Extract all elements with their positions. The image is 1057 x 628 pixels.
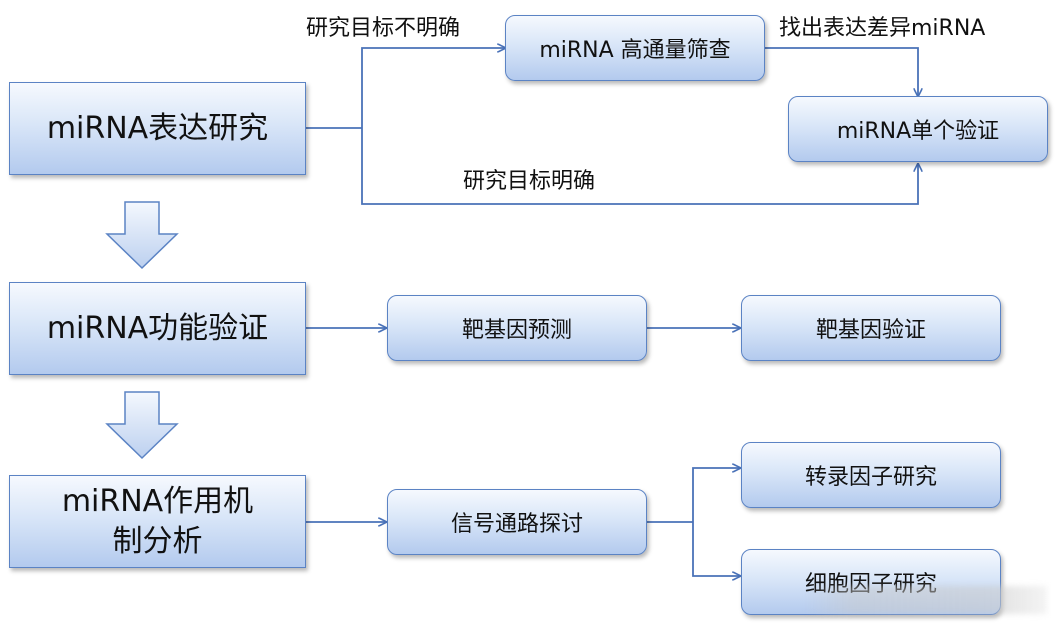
down-arrow-1 xyxy=(105,201,179,270)
box-tf-study: 转录因子研究 xyxy=(741,442,1001,508)
box-function-validation: miRNA功能验证 xyxy=(9,282,306,375)
arrow-to-high-throughput xyxy=(361,48,505,128)
label-find-de-mirna: 找出表达差异miRNA xyxy=(779,16,986,41)
box-expression-study: miRNA表达研究 xyxy=(9,82,306,175)
box-target-prediction: 靶基因预测 xyxy=(387,295,647,361)
label-goal-clear: 研究目标明确 xyxy=(463,169,596,194)
down-arrow-2 xyxy=(105,391,179,460)
arrow-goal-clear-to-single xyxy=(361,128,918,205)
arrow-screen-to-single xyxy=(765,47,918,96)
arrow-to-tf-study xyxy=(692,468,740,522)
box-target-validation: 靶基因验证 xyxy=(741,295,1001,361)
label-goal-unclear: 研究目标不明确 xyxy=(306,16,461,41)
box-mechanism-analysis: miRNA作用机制分析 xyxy=(9,475,306,568)
box-pathway-study: 信号通路探讨 xyxy=(387,489,647,555)
box-high-throughput-screen: miRNA 高通量筛查 xyxy=(505,15,765,81)
watermark-blur xyxy=(805,586,1047,614)
arrow-to-cytokine-study xyxy=(692,522,740,576)
box-single-validation: miRNA单个验证 xyxy=(788,96,1048,162)
